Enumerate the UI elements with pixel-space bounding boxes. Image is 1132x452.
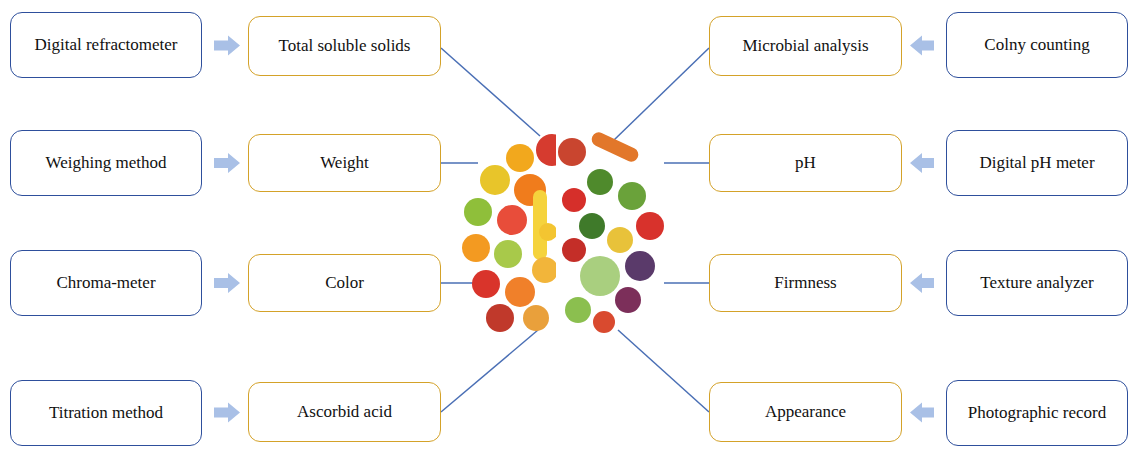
box-label: Photographic record [962, 401, 1112, 425]
arrow-shape [910, 403, 934, 423]
block-arrow [214, 36, 240, 56]
method-box: Photographic record [946, 380, 1128, 446]
leader-lines [441, 48, 709, 412]
block-arrow [910, 403, 934, 423]
attribute-box: Appearance [709, 382, 902, 442]
block-arrow [214, 153, 240, 173]
box-label: Firmness [768, 271, 842, 295]
box-label: Ascorbid acid [291, 400, 398, 424]
box-label: Appearance [759, 400, 852, 424]
box-label: Colny counting [978, 33, 1095, 57]
arrow-shape [910, 36, 934, 56]
box-label: Microbial analysis [736, 34, 874, 58]
attribute-box: Weight [248, 134, 441, 192]
box-label: Color [319, 271, 370, 295]
attribute-box: Microbial analysis [709, 16, 902, 76]
attribute-box: Color [248, 254, 441, 312]
arrow-shape [214, 153, 240, 173]
attribute-box: Firmness [709, 254, 902, 312]
block-arrow [214, 403, 240, 423]
arrow-shape [910, 273, 934, 293]
box-label: Weight [314, 151, 375, 175]
method-box: Digital pH meter [946, 130, 1128, 196]
box-label: Chroma-meter [50, 271, 161, 295]
method-box: Chroma-meter [10, 250, 202, 316]
block-arrow [214, 273, 240, 293]
method-box: Weighing method [10, 130, 202, 196]
block-arrow [910, 153, 934, 173]
box-label: Total soluble solids [273, 34, 417, 58]
box-label: pH [789, 151, 822, 175]
block-arrow [910, 273, 934, 293]
method-box: Titration method [10, 380, 202, 446]
box-label: Digital refractometer [28, 33, 183, 57]
box-label: Digital pH meter [973, 151, 1100, 175]
vegetable-half [558, 130, 664, 333]
attribute-box: Ascorbid acid [248, 382, 441, 442]
method-box: Colny counting [946, 12, 1128, 78]
attribute-box: pH [709, 134, 902, 192]
arrow-shape [910, 153, 934, 173]
attribute-box: Total soluble solids [248, 16, 441, 76]
fruit-half [462, 134, 556, 332]
arrow-shape [214, 403, 240, 423]
box-label: Titration method [43, 401, 169, 425]
arrow-shape [214, 273, 240, 293]
arrow-shape [214, 36, 240, 56]
method-box: Texture analyzer [946, 250, 1128, 316]
box-label: Weighing method [40, 151, 173, 175]
box-label: Texture analyzer [974, 271, 1100, 295]
block-arrow [910, 36, 934, 56]
method-box: Digital refractometer [10, 12, 202, 78]
